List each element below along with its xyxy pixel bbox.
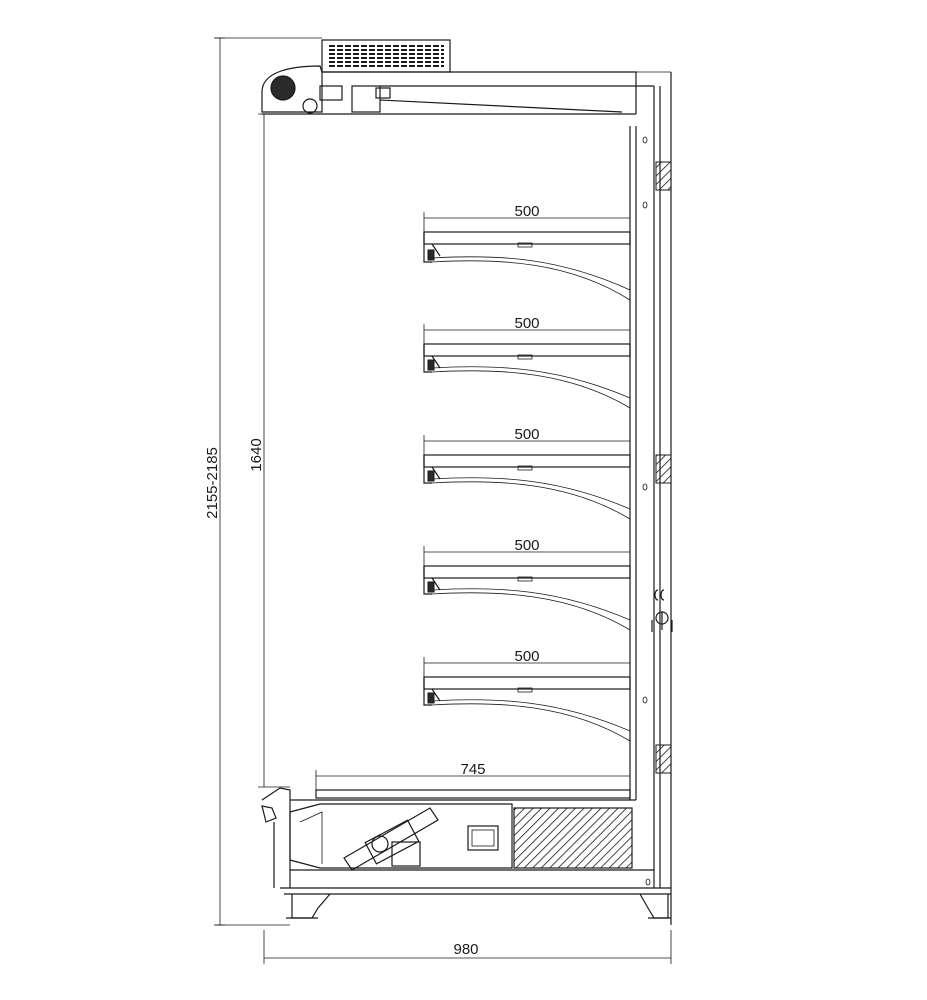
shelf-5: 500 <box>423 648 631 742</box>
base-shelf-depth-label: 745 <box>460 761 485 778</box>
overall-depth-dimension: 980 <box>263 930 672 964</box>
cabinet-body <box>629 71 673 925</box>
base-shelf: 745 <box>290 761 636 801</box>
interior-height-dimension: 1640 <box>248 113 290 788</box>
shelf-2: 500 <box>423 315 631 409</box>
shelf-3: 500 <box>423 426 631 520</box>
shelf-1-depth-label: 500 <box>514 203 539 220</box>
shelf-5-depth-label: 500 <box>514 648 539 665</box>
shelf-1: 500 <box>423 203 631 301</box>
shelf-2-depth-label: 500 <box>514 315 539 332</box>
base-compartment <box>261 787 671 895</box>
overall-depth-label: 980 <box>453 941 478 958</box>
evaporator-fan <box>343 807 439 871</box>
shelf-3-depth-label: 500 <box>514 426 539 443</box>
overall-height-dimension: 2155-2185 <box>204 37 322 926</box>
top-condensing-unit <box>261 39 637 115</box>
cabinet-feet <box>286 893 671 919</box>
overall-height-label: 2155-2185 <box>204 447 221 519</box>
interior-height-label: 1640 <box>248 438 265 471</box>
shelf-4-depth-label: 500 <box>514 537 539 554</box>
shelf-4: 500 <box>423 537 631 631</box>
